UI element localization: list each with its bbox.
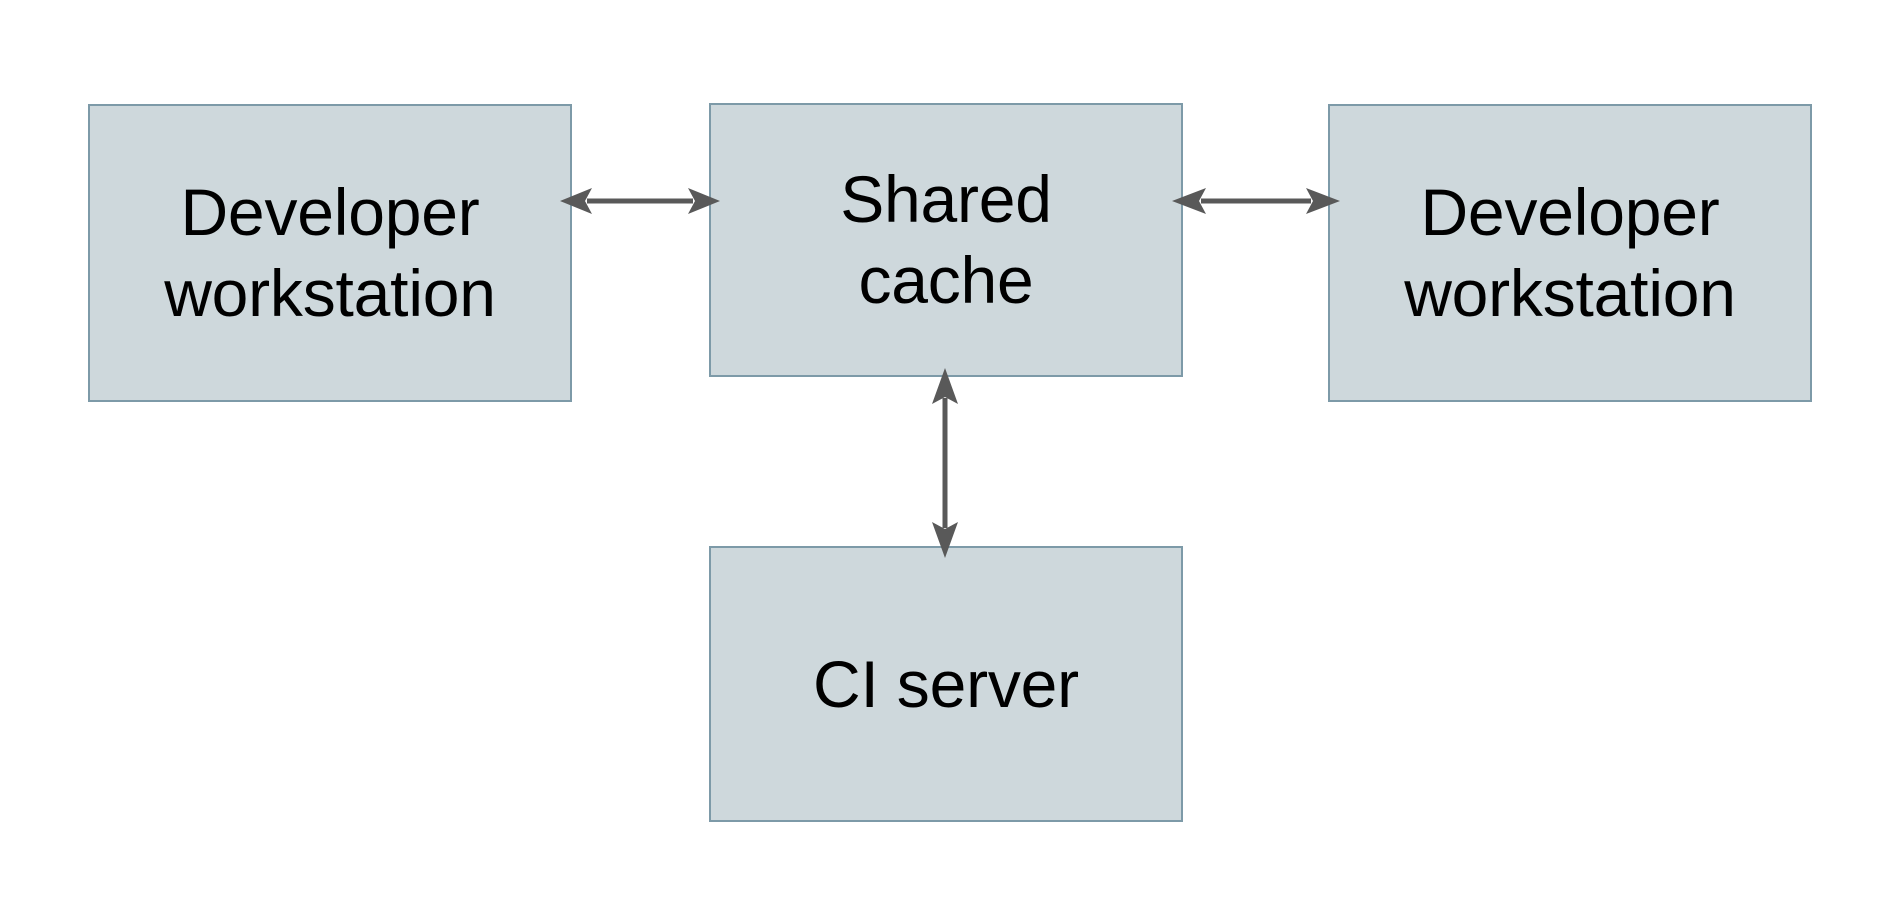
- connector-shared-cache-to-ci-server[interactable]: [922, 368, 968, 558]
- node-label: Developer workstation: [1404, 175, 1736, 330]
- double-arrow-icon: [1172, 188, 1340, 214]
- connector-developer-left-to-shared-cache[interactable]: [560, 178, 720, 224]
- node-label: CI server: [813, 646, 1079, 721]
- node-shared-cache[interactable]: Shared cache: [709, 103, 1183, 377]
- node-developer-workstation-left[interactable]: Developer workstation: [88, 104, 572, 402]
- node-ci-server[interactable]: CI server: [709, 546, 1183, 822]
- double-arrow-icon: [932, 368, 958, 558]
- node-label: Shared cache: [840, 162, 1052, 317]
- node-developer-workstation-right[interactable]: Developer workstation: [1328, 104, 1812, 402]
- connector-shared-cache-to-developer-right[interactable]: [1172, 178, 1340, 224]
- double-arrow-icon: [560, 188, 720, 214]
- node-label: Developer workstation: [164, 175, 496, 330]
